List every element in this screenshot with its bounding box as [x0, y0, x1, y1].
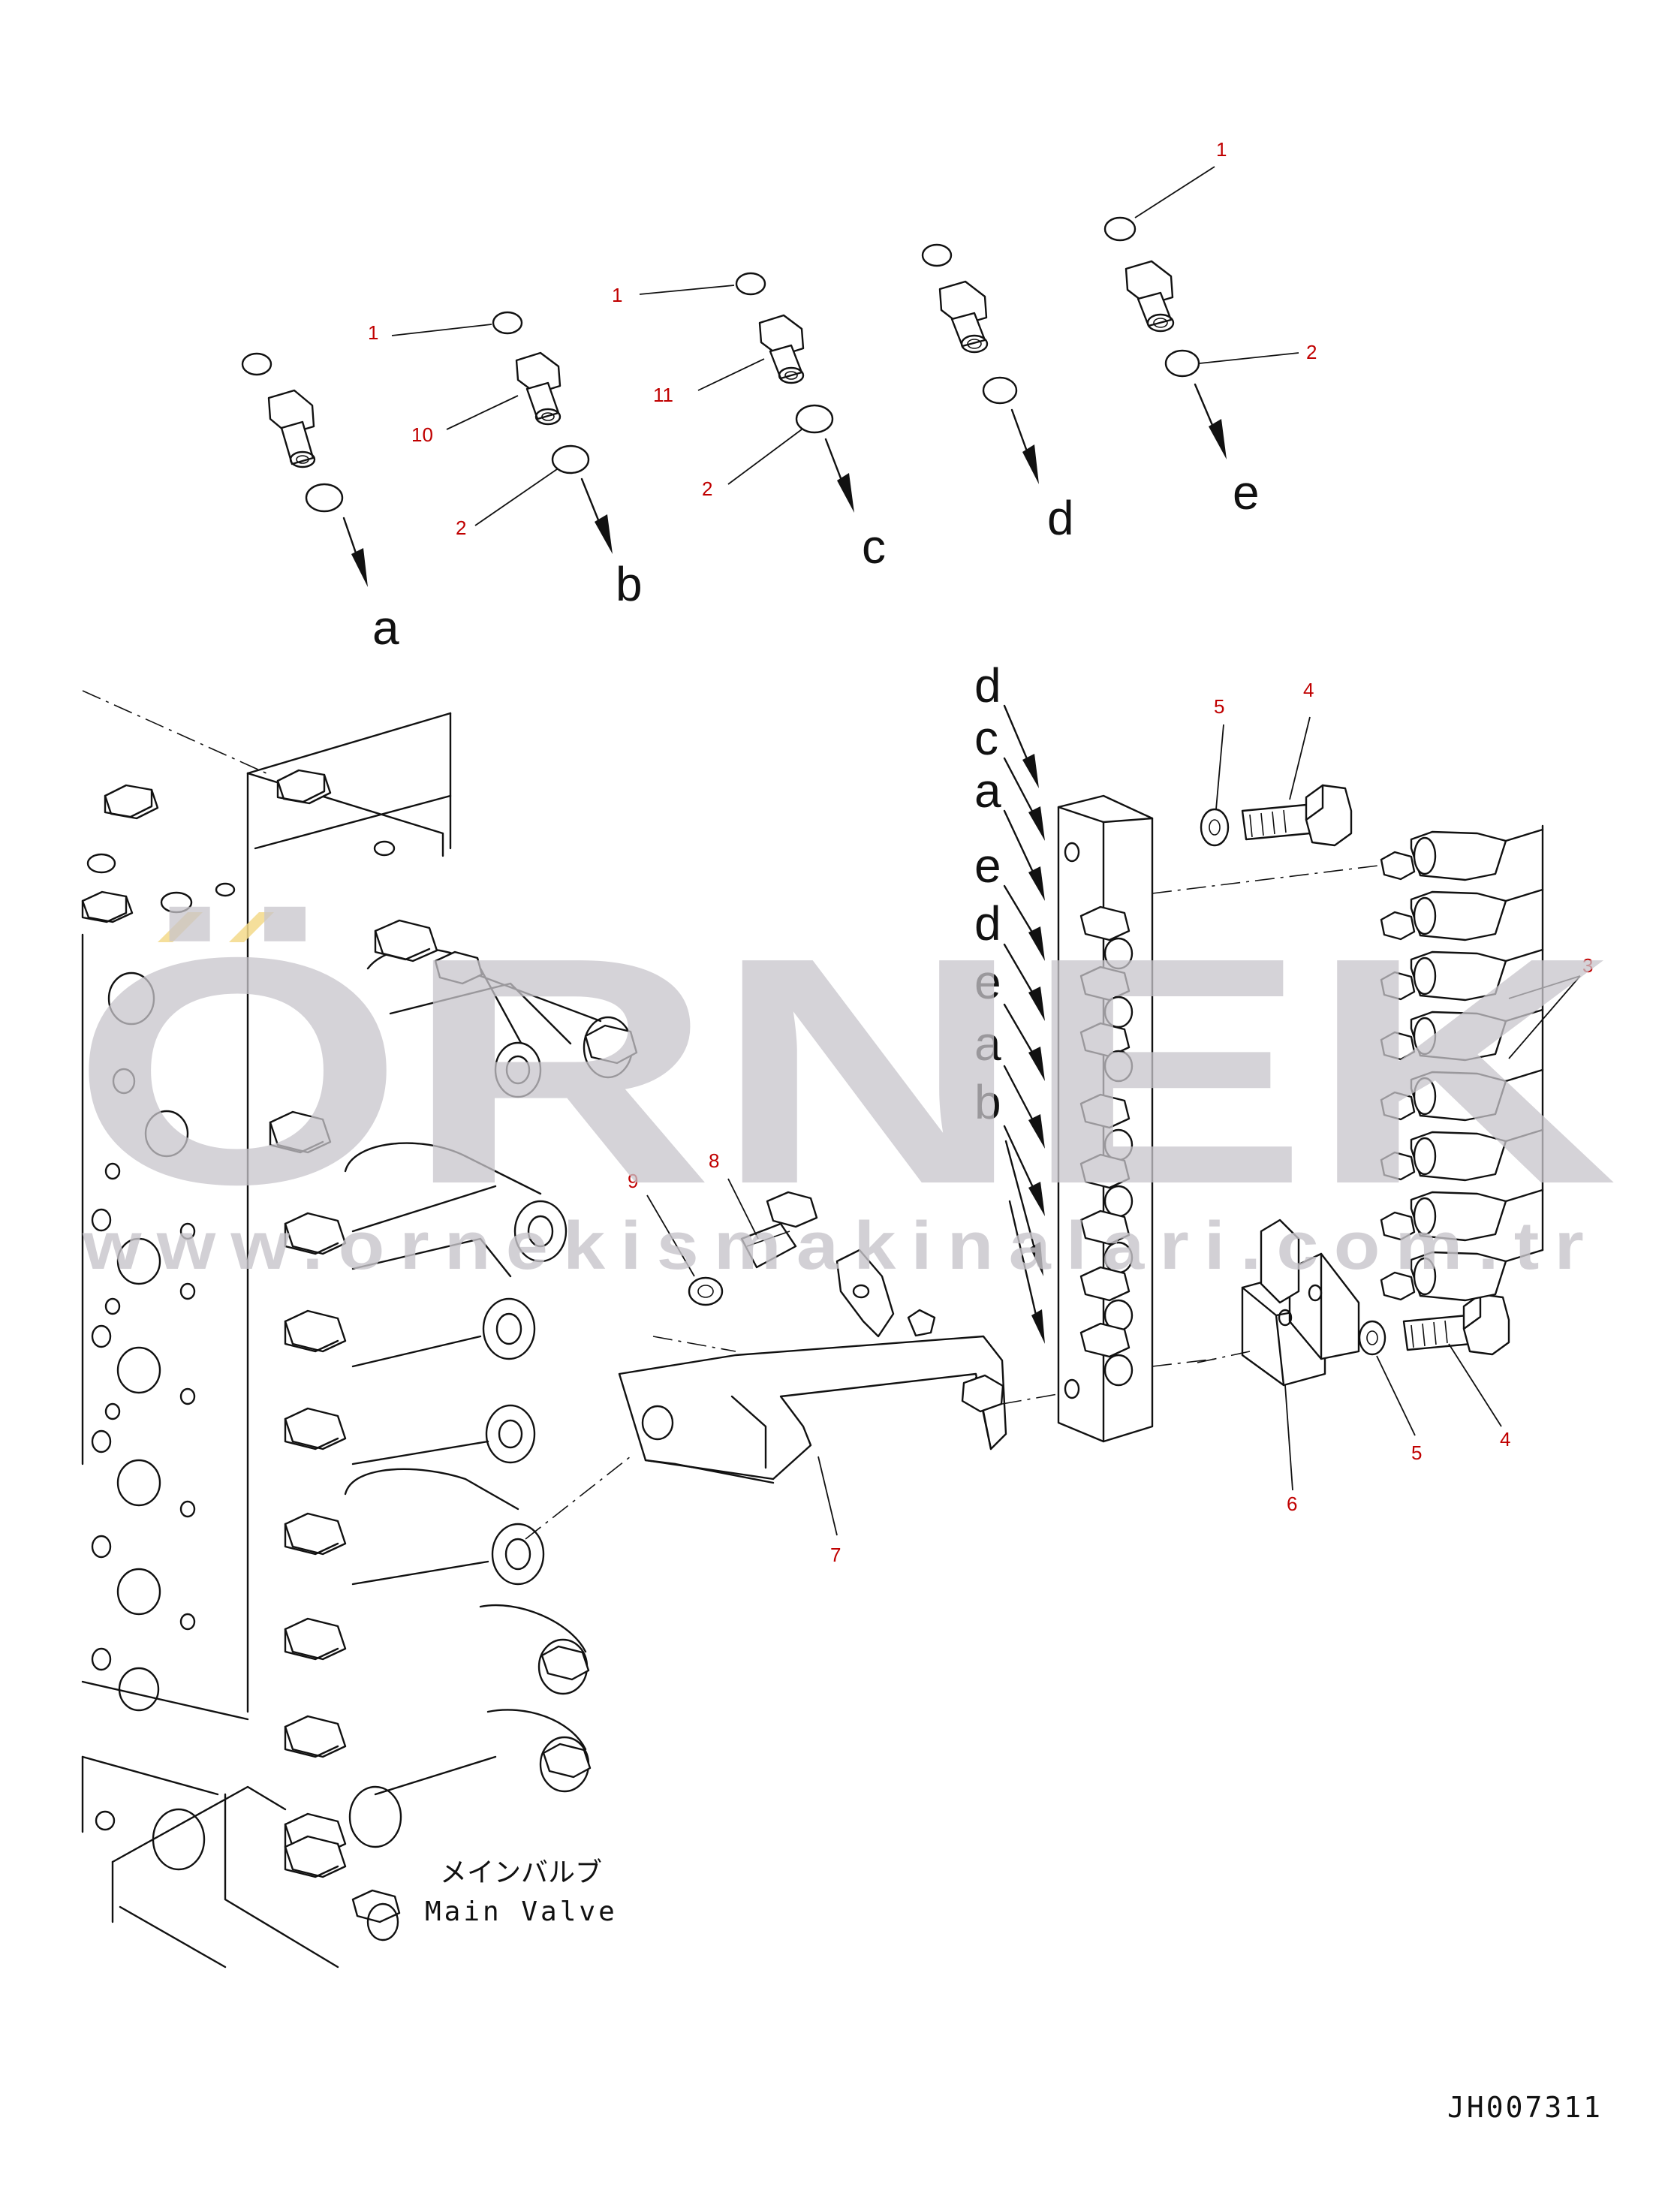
fitting-group-b: 1 10 2 b: [368, 311, 643, 611]
callout-7: 7: [830, 1544, 841, 1566]
callout-5: 5: [1411, 1441, 1422, 1464]
block-letter-d: d: [974, 658, 1001, 712]
callout-3: 3: [1582, 954, 1593, 977]
pressure-sensor: [1380, 888, 1544, 941]
callout-5: 5: [1214, 695, 1224, 718]
main-valve-label-en: Main Valve: [425, 1896, 618, 1927]
fitting-group-e: 1 2 e: [1103, 138, 1317, 520]
block-letter-d2: d: [974, 896, 1001, 950]
block-letter-e: e: [974, 839, 1001, 893]
elbow-fitting-a: [267, 389, 316, 468]
bolt-4-bottom: 4: [1402, 1293, 1510, 1450]
fitting-group-a: a: [241, 352, 399, 655]
bolt-8: 8: [709, 1149, 818, 1269]
callout-10: 10: [411, 423, 433, 446]
port-letter-d: d: [1047, 491, 1074, 545]
callout-6: 6: [1287, 1493, 1297, 1515]
block-letter-a: a: [974, 764, 1001, 818]
bracket-7: 7: [525, 1249, 1067, 1566]
callout-1: 1: [1216, 138, 1227, 161]
fitting-group-d: d: [921, 243, 1074, 545]
pressure-sensor: [1380, 1249, 1544, 1302]
washer-9: 9: [628, 1170, 724, 1306]
callout-4: 4: [1303, 679, 1314, 701]
port-letter-e: e: [1233, 465, 1260, 520]
elbow-fitting-10: [515, 351, 562, 426]
port-letter-a: a: [372, 601, 399, 655]
manifold-port-8: [1079, 1322, 1134, 1387]
fitting-group-c: 1 11 2 c: [612, 272, 886, 574]
block-letter-a2: a: [974, 1017, 1001, 1071]
pressure-sensor: [1380, 1008, 1544, 1062]
port-letter-b: b: [616, 557, 643, 611]
bolt-4-top: 4: [1241, 679, 1353, 847]
block-letter-b: b: [974, 1075, 1001, 1129]
washer-5-top: 5: [1200, 695, 1230, 847]
pressure-sensor: [1380, 1128, 1544, 1182]
callout-1: 1: [612, 284, 622, 306]
main-valve-label-jp: メインバルブ: [440, 1857, 602, 1888]
watermark-brand: ÖRNEK: [71, 891, 1618, 1252]
manifold-port-3: [1079, 1022, 1134, 1083]
block-letter-c: c: [974, 711, 998, 765]
manifold-port-5: [1079, 1153, 1134, 1218]
watermark-url: www.ornekismakinalari.com.tr: [82, 1209, 1599, 1284]
valve-top-bolts: [81, 769, 396, 923]
callout-4: 4: [1500, 1428, 1510, 1450]
pressure-sensor: [1380, 828, 1544, 881]
callout-11: 11: [653, 384, 673, 406]
valve-spool-caps: [269, 1110, 347, 1856]
manifold-port-6: [1079, 1209, 1134, 1274]
valve-side-holes: [91, 971, 196, 1712]
valve-bottom: [81, 1680, 402, 1969]
pressure-sensor: [1380, 948, 1544, 1002]
manifold-port-2: [1079, 965, 1134, 1029]
pressure-sensor: [1380, 1068, 1544, 1122]
bracket-6: 6: [1197, 1218, 1360, 1515]
manifold-port-7: [1079, 1266, 1134, 1332]
valve-solenoids: [344, 947, 592, 1796]
callout-2: 2: [702, 477, 712, 500]
manifold-port-letters: d c a e d e a b: [974, 658, 1045, 1344]
manifold-port-1: [1079, 905, 1134, 970]
block-letter-e2: e: [974, 955, 1001, 1009]
callout-2: 2: [1306, 341, 1317, 363]
callout-2: 2: [456, 517, 466, 539]
valve-top-fittings: [374, 919, 638, 1079]
drawing-number: JH007311: [1447, 2091, 1603, 2124]
elbow-fitting-11: [758, 314, 805, 384]
callout-1: 1: [368, 321, 378, 344]
elbow-fitting-e: [1125, 260, 1175, 333]
main-valve: メインバルブ Main Valve: [81, 690, 638, 1969]
manifold-ports: [1079, 905, 1134, 1387]
pressure-sensor: [1380, 1188, 1544, 1242]
elbow-fitting-d: [938, 280, 989, 354]
watermark: ÖRNEK www.ornekismakinalari.com.tr: [71, 891, 1618, 1284]
callout-9: 9: [628, 1170, 638, 1192]
callout-8: 8: [709, 1149, 719, 1172]
port-letter-c: c: [862, 520, 886, 574]
pressure-sensors-3: 3: [1380, 824, 1593, 1302]
